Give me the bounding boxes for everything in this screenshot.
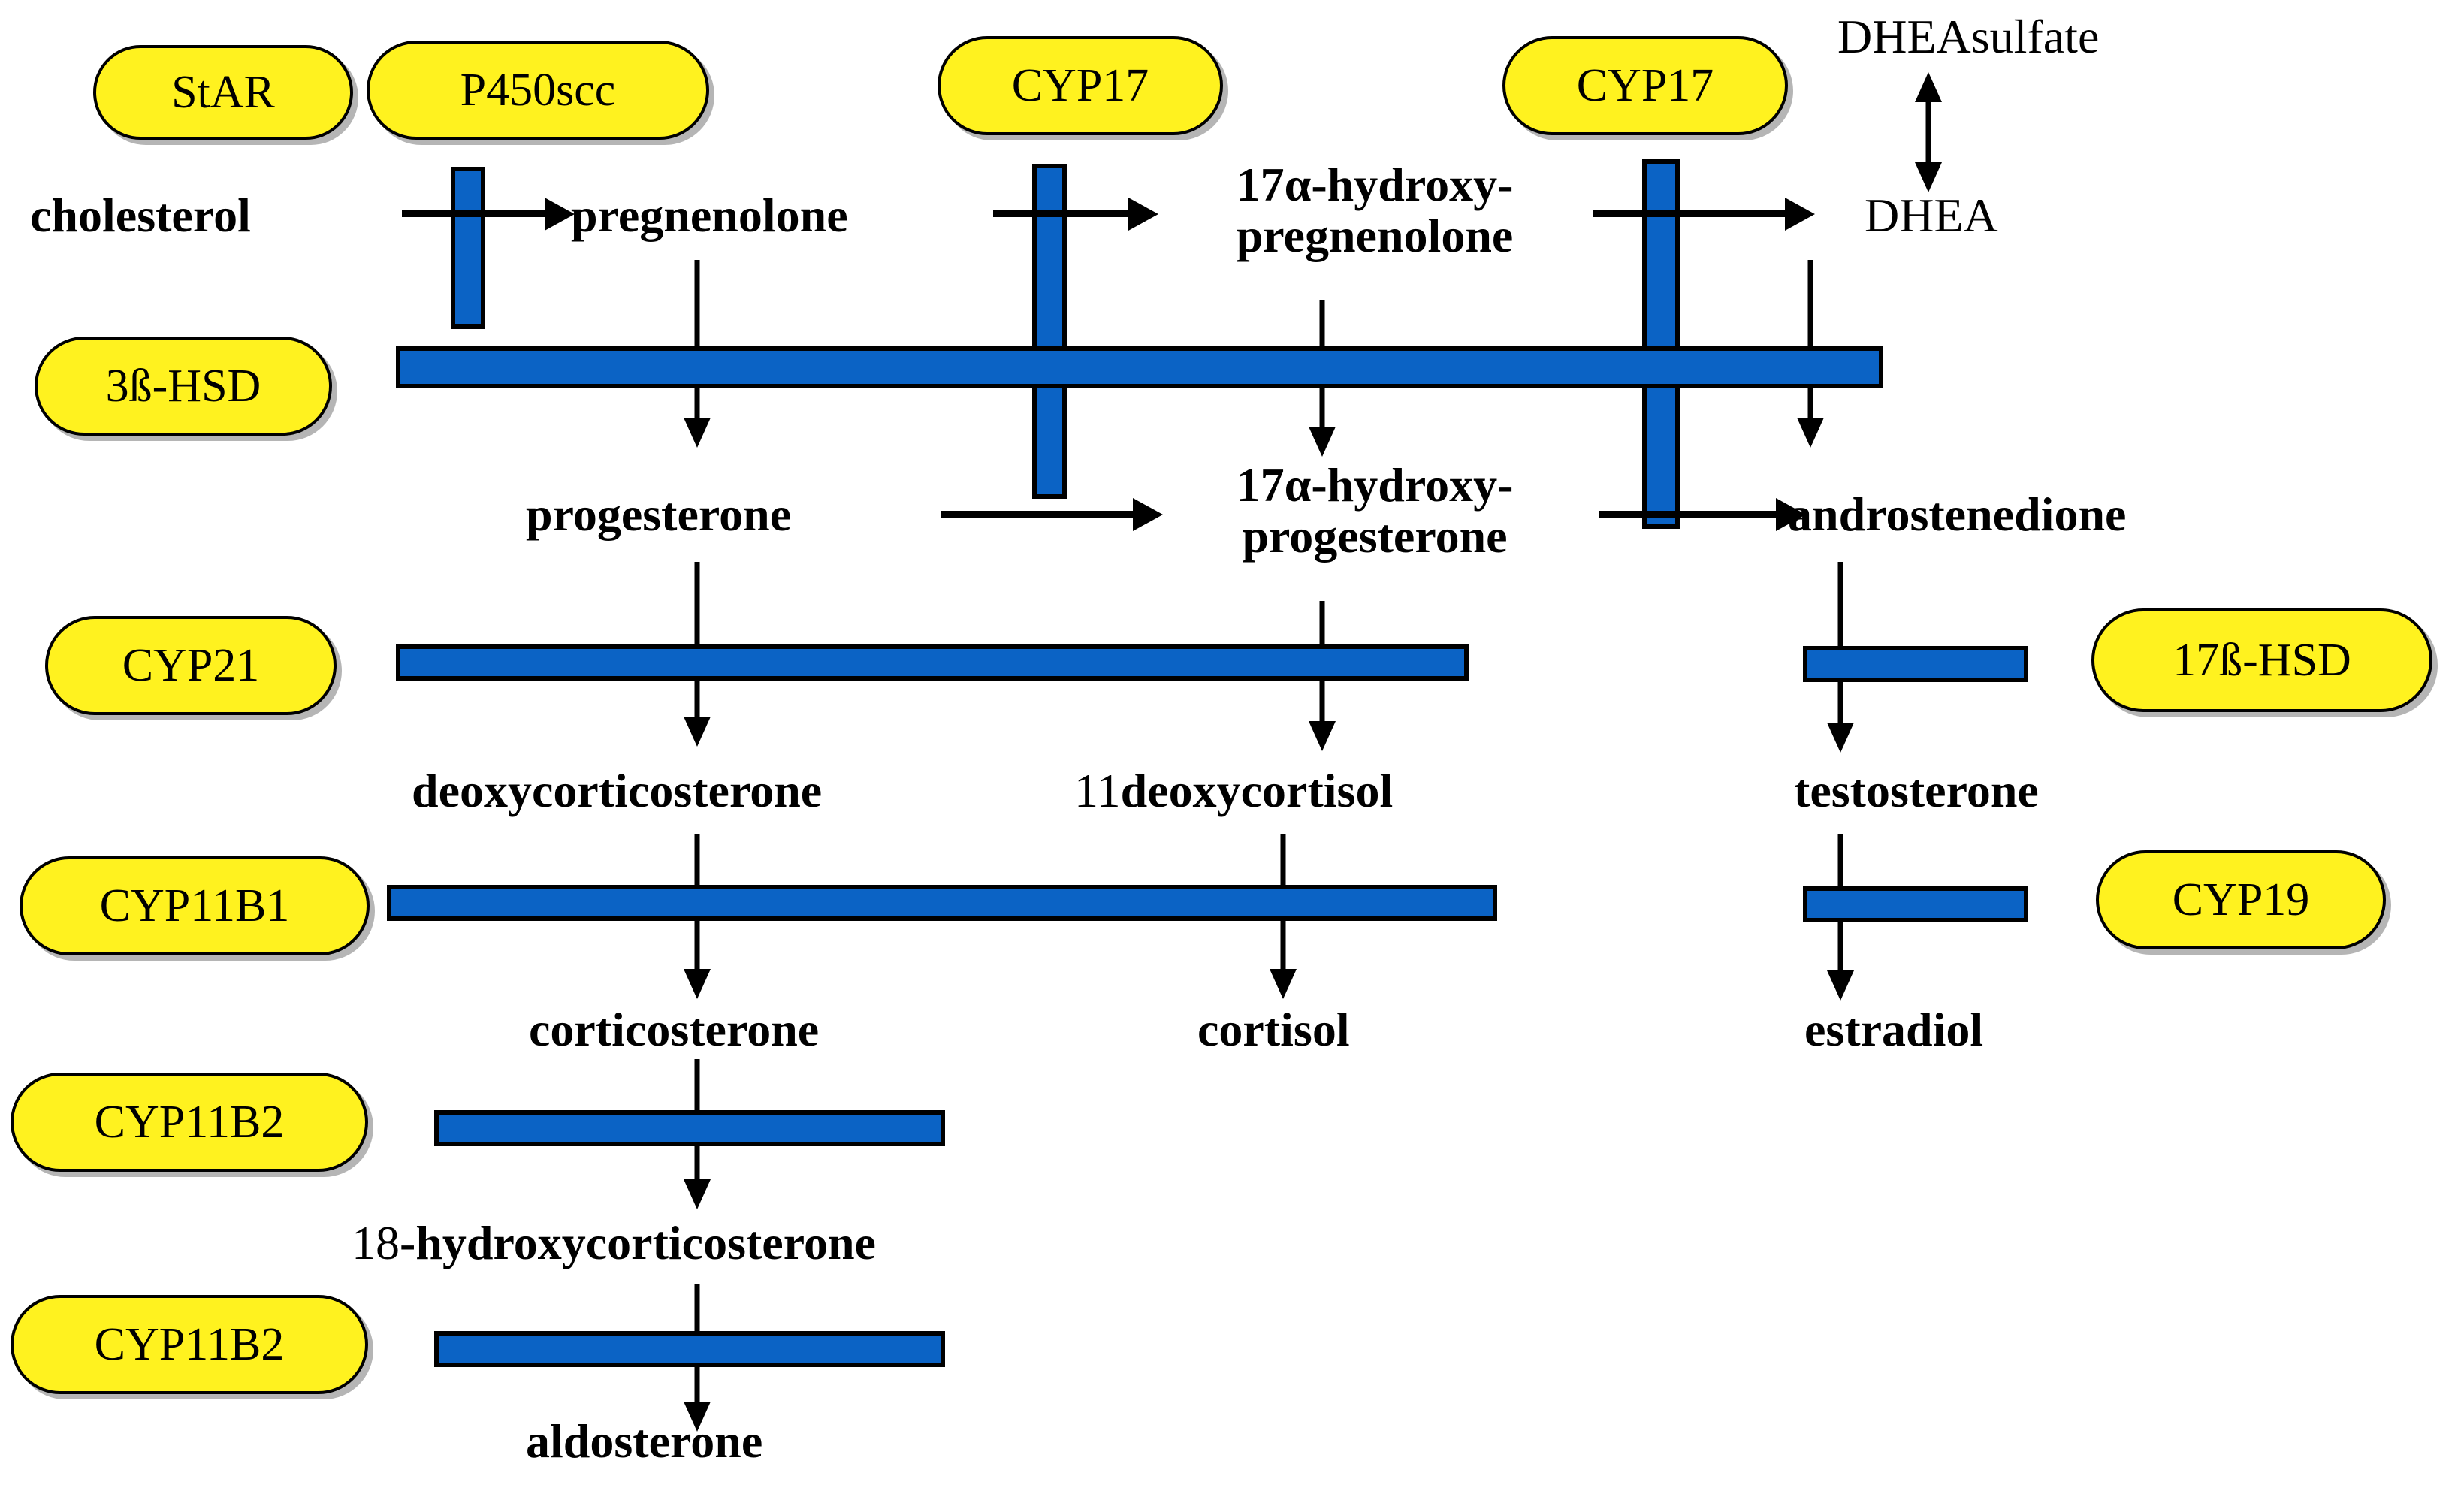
enzyme-label-cyp21: CYP21: [122, 640, 260, 691]
enzyme-block-cyp11b2-upper: [434, 1110, 945, 1146]
metabolite-17oh-progesterone: 17α-hydroxy- progesterone: [1172, 460, 1578, 562]
metabolite-label-17oh-progesterone-line2: progesterone: [1242, 509, 1508, 563]
metabolite-label-11deoxycortisol-name: deoxycortisol: [1120, 764, 1394, 817]
enzyme-block-cyp11b2-lower: [434, 1331, 945, 1367]
metabolite-11deoxycortisol: 11deoxycortisol: [1074, 765, 1393, 816]
arrow-17oh-progesterone-to-androstenedione: [1599, 497, 1809, 531]
metabolite-cortisol: cortisol: [1197, 1004, 1350, 1055]
metabolite-label-cholesterol: cholesterol: [30, 189, 251, 242]
metabolite-17oh-pregnenolone: 17α-hydroxy- pregnenolone: [1172, 159, 1578, 261]
metabolite-androstenedione: androstenedione: [1788, 488, 2126, 540]
enzyme-pill-cyp11b2-upper[interactable]: CYP11B2: [11, 1073, 368, 1172]
enzyme-label-cyp17-right: CYP17: [1576, 60, 1714, 111]
enzyme-label-cyp11b1: CYP11B1: [99, 880, 290, 931]
metabolite-label-pregnenolone: pregnenolone: [571, 189, 848, 242]
enzyme-block-17b-hsd: [1803, 646, 2028, 682]
metabolite-aldosterone: aldosterone: [526, 1415, 762, 1467]
metabolite-label-aldosterone: aldosterone: [526, 1414, 763, 1468]
enzyme-pill-17b-hsd[interactable]: 17ß-HSD: [2091, 608, 2432, 712]
metabolite-deoxycorticosterone: deoxycorticosterone: [412, 765, 822, 816]
arrow-pregnenolone-to-17oh-pregnenolone: [993, 197, 1158, 231]
metabolite-label-estradiol: estradiol: [1804, 1003, 1984, 1056]
metabolite-progesterone: progesterone: [526, 488, 791, 540]
enzyme-block-cyp21: [396, 644, 1469, 681]
metabolite-estradiol: estradiol: [1804, 1004, 1983, 1055]
metabolite-label-dhea-sulfate: DHEAsulfate: [1837, 10, 2100, 63]
metabolite-label-testosterone: testosterone: [1794, 764, 2039, 817]
metabolite-label-progesterone: progesterone: [526, 487, 792, 541]
arrow-cholesterol-to-pregnenolone: [402, 197, 575, 231]
metabolite-cholesterol: cholesterol: [30, 189, 251, 241]
metabolite-dhea: DHEA: [1865, 189, 1998, 241]
metabolite-label-corticosterone: corticosterone: [529, 1003, 820, 1056]
enzyme-label-cyp17-left: CYP17: [1011, 60, 1149, 111]
metabolite-label-dhea: DHEA: [1865, 189, 1998, 242]
enzyme-block-cyp11b1: [387, 885, 1497, 921]
metabolite-label-18-hydroxycorticosterone-prefix: 18: [352, 1216, 400, 1269]
enzyme-pill-3b-hsd[interactable]: 3ß-HSD: [35, 337, 332, 436]
arrow-dhea-dheasulfate-bidirectional: [1912, 72, 1945, 192]
enzyme-label-cyp11b2-upper: CYP11B2: [94, 1097, 285, 1148]
enzyme-block-cyp17-left: [1032, 164, 1067, 499]
metabolite-label-deoxycorticosterone: deoxycorticosterone: [412, 764, 823, 817]
metabolite-label-cortisol: cortisol: [1197, 1003, 1350, 1056]
enzyme-block-cyp19: [1803, 886, 2028, 922]
metabolite-testosterone: testosterone: [1794, 765, 2039, 816]
arrow-dhea-to-androstenedione: [1794, 260, 1827, 455]
enzyme-label-p450scc: P450scc: [460, 65, 616, 116]
enzyme-block-p450scc: [451, 167, 485, 329]
arrow-progesterone-to-deoxycorticosterone: [681, 562, 714, 757]
enzyme-pill-cyp17-left[interactable]: CYP17: [938, 36, 1223, 135]
enzyme-label-17b-hsd: 17ß-HSD: [2173, 635, 2351, 686]
enzyme-pill-star[interactable]: StAR: [93, 45, 353, 140]
enzyme-label-star: StAR: [171, 67, 275, 118]
enzyme-pill-cyp11b1[interactable]: CYP11B1: [20, 856, 370, 955]
enzyme-block-cyp17-right: [1642, 159, 1680, 529]
enzyme-pill-cyp21[interactable]: CYP21: [45, 616, 337, 715]
enzyme-block-3b-hsd: [396, 346, 1883, 388]
enzyme-pill-cyp11b2-lower[interactable]: CYP11B2: [11, 1295, 368, 1394]
arrow-pregnenolone-to-progesterone: [681, 260, 714, 455]
metabolite-dhea-sulfate: DHEAsulfate: [1837, 11, 2099, 62]
arrow-progesterone-to-17oh-progesterone: [941, 497, 1166, 531]
enzyme-label-3b-hsd: 3ß-HSD: [105, 361, 261, 412]
enzyme-label-cyp19: CYP19: [2172, 874, 2310, 925]
metabolite-pregnenolone: pregnenolone: [571, 189, 848, 241]
enzyme-pill-cyp17-right[interactable]: CYP17: [1502, 36, 1788, 135]
enzyme-pill-cyp19[interactable]: CYP19: [2096, 850, 2386, 949]
metabolite-label-18-hydroxycorticosterone-name: -hydroxycorticosterone: [400, 1216, 876, 1269]
enzyme-pill-p450scc[interactable]: P450scc: [367, 41, 709, 140]
metabolite-label-17oh-pregnenolone-line1: 17α-hydroxy-: [1236, 158, 1514, 211]
enzyme-label-cyp11b2-lower: CYP11B2: [94, 1319, 285, 1370]
metabolite-corticosterone: corticosterone: [529, 1004, 819, 1055]
metabolite-label-androstenedione: androstenedione: [1788, 487, 2127, 541]
metabolite-label-17oh-progesterone-line1: 17α-hydroxy-: [1236, 458, 1514, 512]
metabolite-18-hydroxycorticosterone: 18-hydroxycorticosterone: [352, 1217, 876, 1269]
metabolite-label-11deoxycortisol-prefix: 11: [1074, 764, 1121, 817]
arrow-17oh-progesterone-to-11deoxycortisol: [1306, 601, 1339, 762]
arrow-17oh-pregnenolone-to-dhea: [1593, 197, 1818, 231]
metabolite-label-17oh-pregnenolone-line2: pregnenolone: [1236, 208, 1514, 262]
